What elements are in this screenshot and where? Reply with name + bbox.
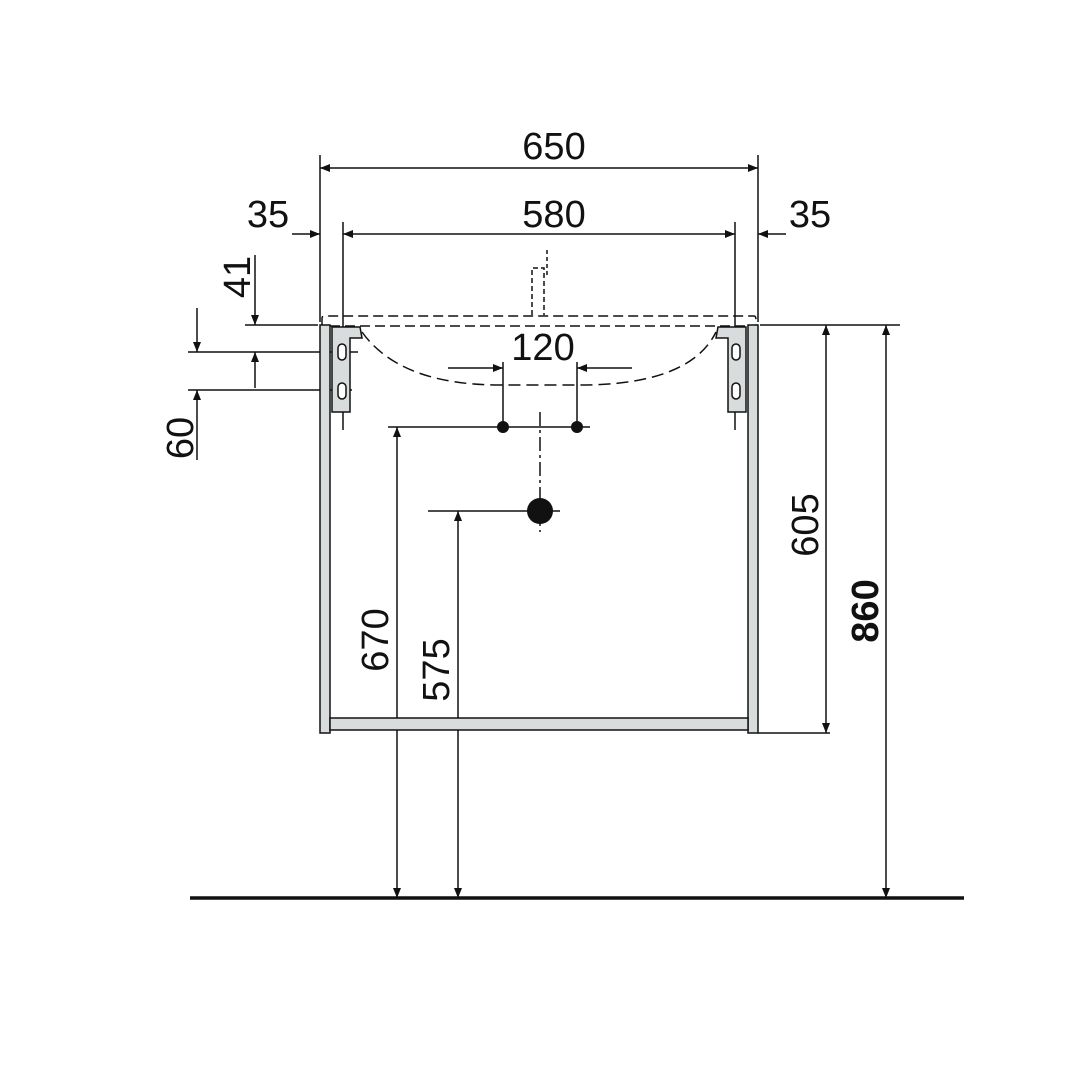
right-wall-bracket <box>715 326 747 413</box>
label-60: 60 <box>160 417 202 459</box>
cabinet-right-panel <box>747 324 759 734</box>
label-575: 575 <box>416 638 458 701</box>
label-605: 605 <box>785 493 827 556</box>
label-120: 120 <box>511 327 574 369</box>
label-41: 41 <box>217 256 259 298</box>
label-860: 860 <box>845 579 887 642</box>
label-35-right: 35 <box>789 194 831 236</box>
drain-point <box>527 498 553 524</box>
water-supply-point <box>571 421 583 433</box>
label-35-left: 35 <box>247 194 289 236</box>
bracket-hole <box>337 343 347 361</box>
label-670: 670 <box>355 608 397 671</box>
basin-top-outline <box>321 315 757 326</box>
overflow-outline <box>531 267 545 315</box>
label-580: 580 <box>522 194 585 236</box>
bracket-hole <box>337 382 347 400</box>
cabinet-bottom-panel <box>329 717 749 731</box>
bracket-hole <box>731 343 741 361</box>
cabinet-left-panel <box>319 324 331 734</box>
bracket-hole <box>731 382 741 400</box>
label-650: 650 <box>522 126 585 168</box>
water-supply-point <box>497 421 509 433</box>
left-wall-bracket <box>331 326 363 413</box>
basin-bowl-outline <box>361 331 717 386</box>
